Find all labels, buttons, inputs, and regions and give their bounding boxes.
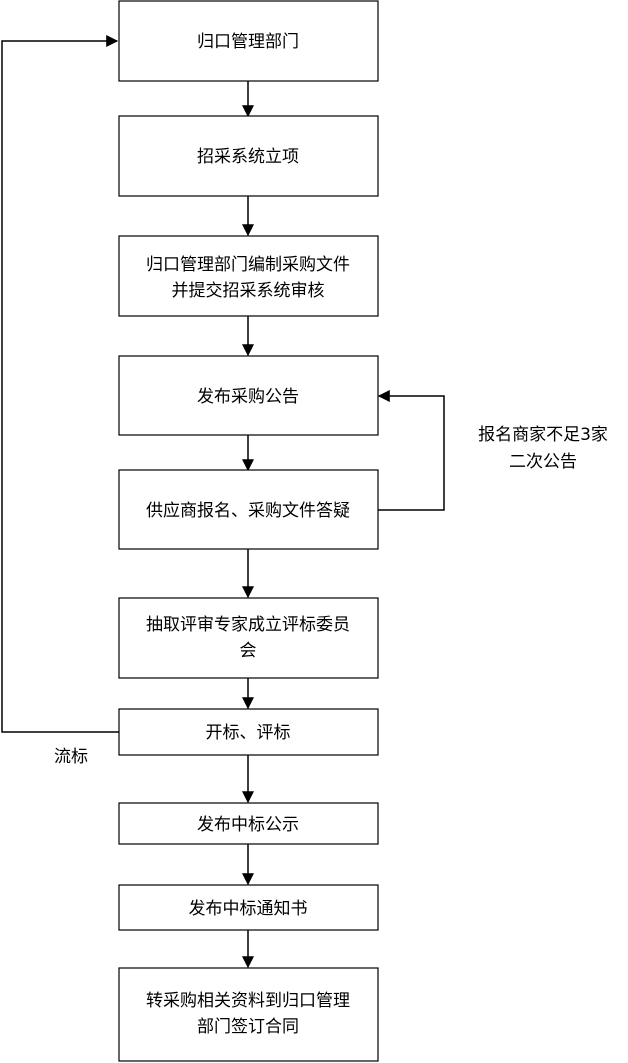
step-box: 发布中标公示 — [118, 802, 379, 845]
step-label: 转采购相关资料到归口管理 — [146, 991, 350, 1011]
step-label: 抽取评审专家成立评标委员 — [146, 615, 350, 635]
step-label: 开标、评标 — [206, 723, 291, 743]
step-label: 招采系统立项 — [197, 147, 299, 167]
step-box: 转采购相关资料到归口管理 部门签订合同 — [118, 967, 379, 1062]
step-label: 部门签订合同 — [197, 1017, 299, 1037]
step-box: 供应商报名、采购文件答疑 — [118, 469, 379, 550]
retender-note: 报名商家不足3家 — [478, 425, 608, 445]
step-label: 会 — [240, 641, 257, 661]
failed-bid-loop-arrow — [1, 35, 119, 733]
step-box: 归口管理部门编制采购文件 并提交招采系统审核 — [118, 235, 379, 317]
retender-loop-arrow — [377, 390, 445, 511]
failed-bid-note: 流标 — [54, 747, 88, 767]
step-box: 招采系统立项 — [118, 115, 379, 197]
step-label: 并提交招采系统审核 — [172, 281, 325, 301]
step-box: 开标、评标 — [118, 708, 379, 756]
step-label: 归口管理部门编制采购文件 — [146, 255, 350, 275]
step-box: 发布采购公告 — [118, 355, 379, 436]
step-label: 发布采购公告 — [197, 387, 299, 407]
step-box: 抽取评审专家成立评标委员 会 — [118, 597, 379, 679]
step-box: 归口管理部门 — [118, 0, 379, 82]
step-box: 发布中标通知书 — [118, 884, 379, 931]
step-label: 发布中标通知书 — [189, 899, 308, 919]
step-label: 归口管理部门 — [197, 32, 299, 52]
retender-note: 二次公告 — [509, 452, 577, 472]
step-label: 供应商报名、采购文件答疑 — [146, 501, 350, 521]
step-label: 发布中标公示 — [197, 815, 299, 835]
